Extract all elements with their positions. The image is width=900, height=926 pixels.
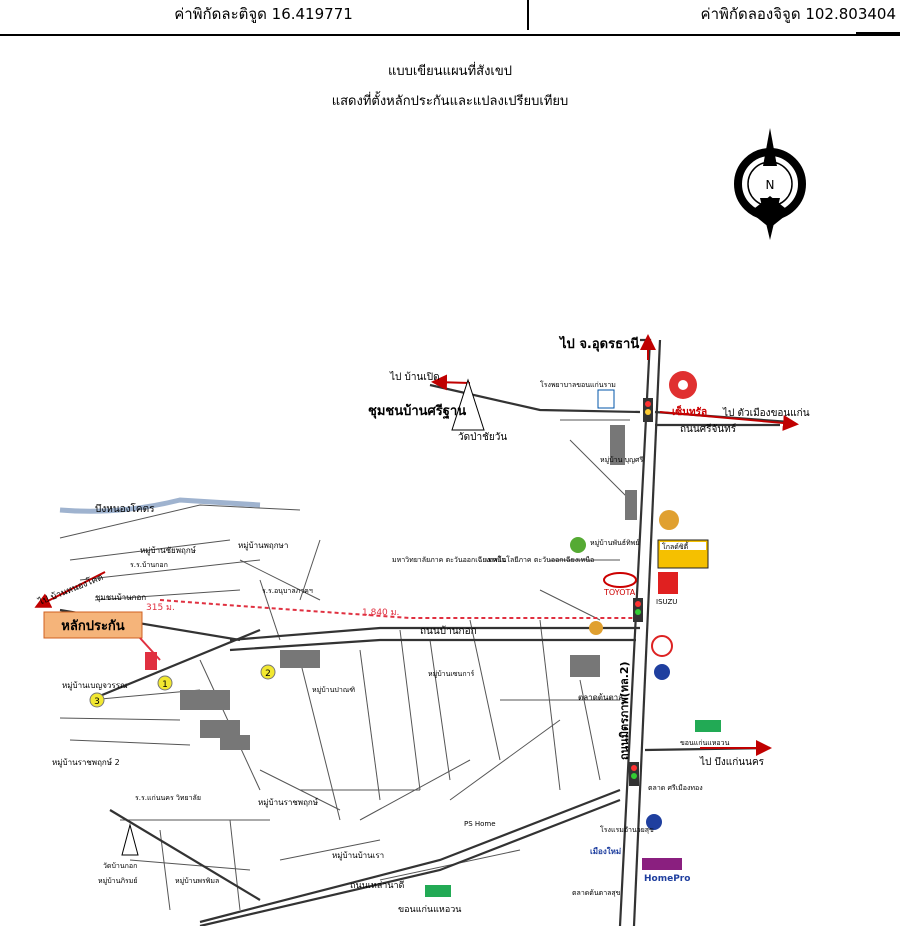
label-school-b: ร.ร.อนุบาลภาคฯ	[262, 587, 313, 595]
comparable-2: 2	[265, 669, 271, 679]
label-university: มหาวิทยาลัยภาค ตะวันออกเฉียงเหนือ	[392, 556, 506, 564]
label-tech: เทคโนโลยีภาค ตะวันออกเฉียงเหนือ	[486, 555, 594, 564]
label-to-ban-pet: ไป บ้านเปิด	[389, 371, 440, 383]
label-village-e: หมู่บ้านเบญจวรรณ	[62, 681, 128, 691]
label-warehouse: ขอนแก่นแหอวน	[680, 739, 730, 747]
label-village-f: หมู่บ้านปาณฑิ	[312, 686, 355, 694]
label-ban-kok-rd: ถนนบ้านกอก	[420, 625, 477, 637]
label-ban-kok-community: ชุมชนบ้านกอก	[95, 593, 146, 602]
traffic-light-icon	[629, 398, 653, 786]
label-village-c: หมู่บ้านพฤกษา	[238, 541, 288, 551]
label-to-city: ไป ตัวเมืองขอนแก่น	[722, 407, 810, 419]
ptt-icon	[654, 664, 670, 680]
label-srichan-rd: ถนนศรีจันทร์	[680, 423, 737, 435]
warehouse-icon-b	[425, 885, 451, 897]
north-compass-icon: N	[734, 128, 806, 240]
collateral-callout	[43, 611, 143, 639]
label-homepro: HomePro	[644, 874, 690, 884]
bank-icon-b	[589, 621, 603, 635]
warehouse-icon	[695, 720, 721, 732]
homepro-logo-icon	[642, 858, 682, 870]
compass-letter: N	[766, 178, 775, 192]
label-wat-b: วัดบ้านกอก	[103, 862, 137, 870]
map-subtitle: แสดงที่ตั้งหลักประกันและแปลงเปรียบเทียบ	[331, 94, 569, 109]
label-village-k: หมู่บ้านพรพิมล	[175, 877, 219, 885]
label-muang-mai: เมืองใหม่	[590, 846, 621, 856]
label-market: ตลาดต้นตาล	[578, 693, 623, 702]
isuzu-logo-icon	[658, 572, 678, 594]
temple-icon-b	[121, 823, 139, 856]
label-to-udon: ไป จ.อุดรธานี	[558, 335, 639, 352]
label-isuzu: ISUZU	[656, 598, 677, 606]
collateral-label: หลักประกัน	[61, 619, 124, 634]
comparable-1: 1	[162, 680, 168, 690]
bank-icon	[659, 510, 679, 530]
coordinate-bar: ค่าพิกัดละติจูด 16.419771 ค่าพิกัดลองจิจ…	[0, 0, 900, 36]
ptt-icon-b	[646, 814, 662, 830]
distance-short: 315 ม.	[146, 603, 175, 613]
label-village-h: หมู่บ้านราชพฤกษ์ 2	[52, 757, 120, 768]
route-to-collateral	[159, 599, 640, 619]
label-school-c: ร.ร.แก่นนคร วิทยาลัย	[135, 794, 201, 802]
local-lanes	[59, 419, 631, 911]
label-to-nong-khot: ไป บ้านหนองโคต	[36, 572, 105, 608]
direction-arrows	[34, 334, 799, 756]
label-central: เซ็นทรัล	[672, 404, 707, 418]
header-underline	[856, 32, 900, 36]
park-icon	[570, 537, 586, 553]
hospital-icon	[597, 389, 615, 409]
comparable-3: 3	[94, 697, 100, 707]
label-mittraphap-rd: ถนนมิตรภาพ(ทล.2)	[618, 661, 631, 760]
label-to-bueng: ไป บึงแก่นนคร	[699, 756, 765, 768]
central-logo-icon	[669, 371, 697, 399]
collateral-plot	[145, 652, 157, 670]
label-market-c: ตลาดต้นตาลสุข	[572, 889, 621, 897]
building-blocks	[180, 425, 637, 750]
map-title: แบบเขียนแผนที่สังเขป	[387, 64, 513, 79]
label-market-b: ตลาด ศรีเมืองทอง	[648, 784, 703, 792]
label-community: ชุมชนบ้านศรีฐาน	[368, 403, 466, 420]
label-village-j: หมู่บ้านภิรมย์	[98, 877, 137, 885]
label-wat: วัดป่าชัยวัน	[458, 432, 507, 443]
label-village-i: หมู่บ้านราชพฤกษ์	[258, 797, 318, 808]
longitude-label: ค่าพิกัดลองจิจูด 102.803404	[700, 5, 896, 23]
label-ps-home: PS Home	[464, 820, 496, 828]
makro-store-icon	[657, 539, 709, 569]
latitude-label: ค่าพิกัดละติจูด 16.419771	[0, 0, 529, 30]
label-lao-na-rd: ถนนเหล่านาดี	[350, 880, 405, 891]
distance-main: 1,840 ม.	[362, 608, 399, 618]
label-hospital: โรงพยาบาลขอนแก่นราม	[540, 380, 616, 389]
kasikorn-icon	[651, 635, 673, 657]
toyota-logo-icon	[603, 572, 637, 588]
label-toyota: TOYOTA	[603, 588, 636, 597]
label-village-a: หมู่บ้าน บุญศรี	[600, 456, 643, 464]
label-school-a: ร.ร.บ้านกอก	[130, 561, 168, 569]
label-hotel: โรงแรมอำนวยสุข	[600, 825, 654, 834]
label-ban-rao: หมู่บ้านบ้านเรา	[332, 851, 384, 861]
label-khon-kaen-lao: ขอนแก่นแหอวน	[398, 905, 461, 915]
label-village-b: หมู่บ้านชัยพฤกษ์	[140, 545, 196, 556]
label-nong-khot: บึงหนองโคตร	[95, 502, 155, 515]
label-village-g: หมู่บ้านเซนการ์	[428, 670, 474, 678]
temple-icon	[451, 378, 485, 431]
label-makro: โกลด์ซิตี้	[662, 540, 689, 551]
label-village-d: หมู่บ้านพันธ์ทิพย์	[590, 539, 639, 547]
comparable-markers: 1 2 3	[89, 664, 276, 708]
canal	[59, 497, 261, 514]
